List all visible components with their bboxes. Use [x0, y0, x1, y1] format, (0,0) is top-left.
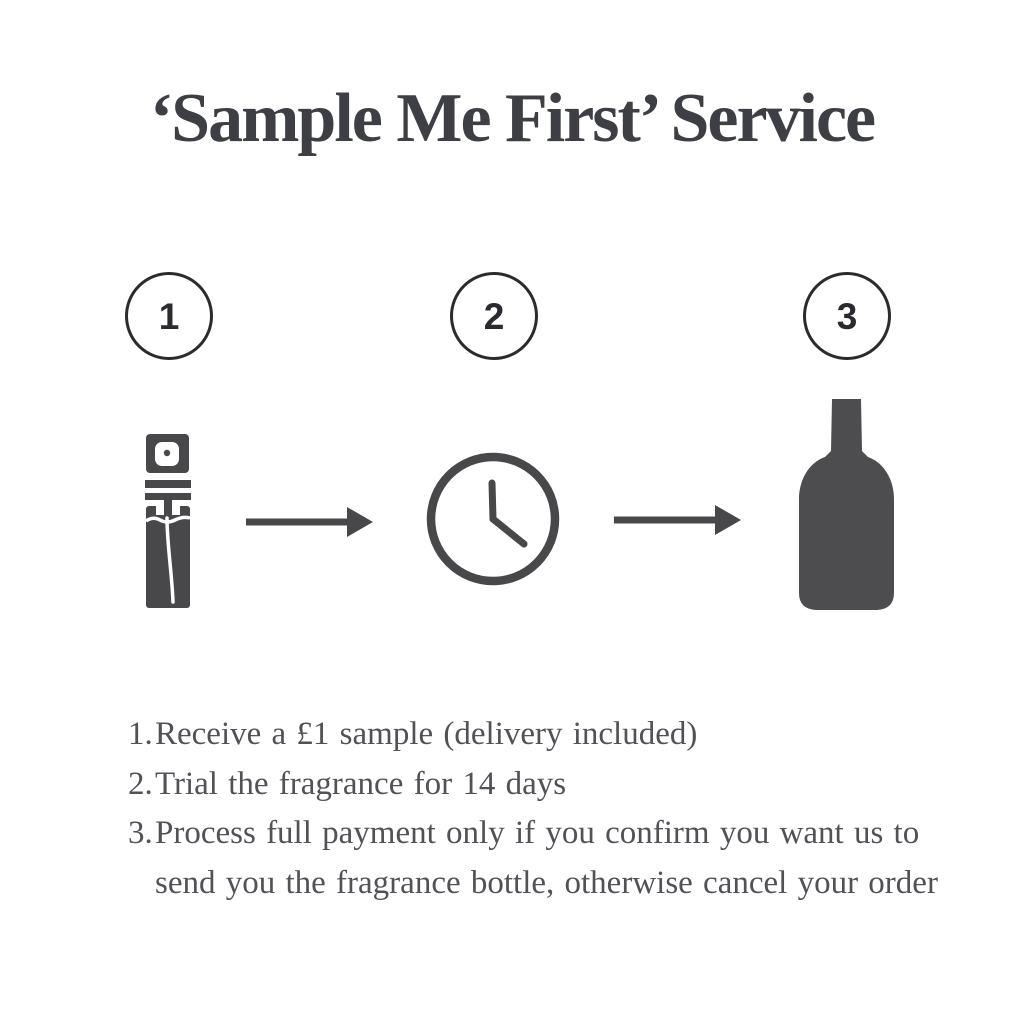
step-3-badge: 3: [803, 272, 891, 360]
arrow-right-icon: [246, 507, 373, 537]
page-title: ‘Sample Me First’ Service: [149, 80, 876, 157]
list-item-number: 1.: [128, 716, 153, 752]
steps-list: 1. Receive a £1 sample (delivery include…: [128, 716, 938, 914]
step-2-badge: 2: [450, 272, 538, 360]
list-item-text: Process full payment only if you confirm…: [155, 815, 920, 851]
list-item-text: Receive a £1 sample (delivery included): [155, 716, 698, 752]
list-item: 1. Receive a £1 sample (delivery include…: [128, 716, 938, 766]
step-1-badge: 1: [125, 272, 213, 360]
arrow-right-icon: [614, 505, 741, 535]
sample-vial-icon: [145, 434, 191, 608]
list-item-continuation: send you the fragrance bottle, otherwise…: [128, 865, 938, 915]
list-item-text: send you the fragrance bottle, otherwise…: [155, 864, 938, 901]
step-3-number: 3: [836, 295, 858, 337]
fragrance-bottle-icon: [799, 399, 894, 610]
step-2-number: 2: [483, 295, 505, 337]
clock-icon: [426, 452, 560, 586]
list-item: 3. Process full payment only if you conf…: [128, 815, 938, 865]
list-item-number: 3.: [128, 815, 153, 851]
step-1-number: 1: [158, 295, 180, 337]
list-item-number: 2.: [128, 765, 153, 802]
list-item: 2. Trial the fragrance for 14 days: [128, 766, 938, 816]
list-item-text: Trial the fragrance for 14 days: [155, 765, 567, 802]
